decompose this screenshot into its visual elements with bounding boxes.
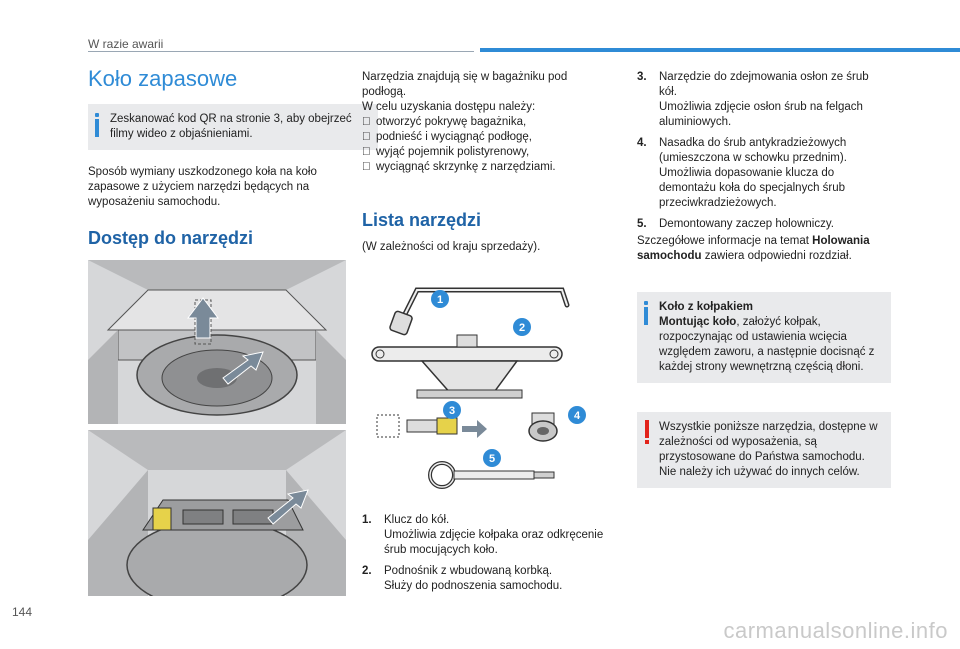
list-item: 3. Narzędzie do zdejmowania osłon ze śru… <box>637 71 869 128</box>
info-icon <box>95 113 100 139</box>
bullet-glyph:  <box>362 160 376 175</box>
header-divider <box>88 51 474 52</box>
bolt-cover-tool <box>376 414 487 438</box>
badge-5: 5 <box>483 449 501 467</box>
tools-note: (W zależności od kraju sprzedaży). <box>362 241 541 253</box>
access-text-block: Narzędzia znajdują się w bagażniku pod p… <box>362 70 602 175</box>
info-icon <box>644 301 649 327</box>
towing-link-text: Holowania samochodu <box>637 235 870 262</box>
watermark: carmanualsonline.info <box>723 618 948 643</box>
anti-theft-socket <box>528 412 558 442</box>
badge-2: 2 <box>513 318 531 336</box>
tools-list-part1: 1. Klucz do kół. Umożliwia zdjęcie kołpa… <box>362 513 622 600</box>
svg-text:2: 2 <box>519 322 525 334</box>
towing-eye <box>428 461 555 489</box>
access-step: otworzyć pokrywę bagażnika, <box>362 115 602 130</box>
access-lead: Narzędzia znajdują się w bagażniku pod p… <box>362 71 568 98</box>
access-heading: Dostęp do narzędzi <box>88 228 254 248</box>
bullet-glyph:  <box>362 115 376 130</box>
list-item: 1. Klucz do kół. Umożliwia zdjęcie kołpa… <box>362 514 604 556</box>
tools-illustration: 1 2 3 4 5 <box>362 275 602 500</box>
badge-3: 3 <box>443 401 461 419</box>
warning-box: Wszystkie poniższe narzędzia, dostępne w… <box>637 412 891 488</box>
tools-heading: Lista narzędzi <box>362 210 482 230</box>
header-accent-bar <box>480 48 960 52</box>
trunk-floor-illustration <box>88 260 346 424</box>
list-item: 4. Nasadka do śrub antykradzieżowych (um… <box>637 137 847 209</box>
intro-text: Sposób wymiany uszkodzonego koła na koło… <box>88 166 317 208</box>
warning-text: Wszystkie poniższe narzędzia, dostępne w… <box>659 421 878 478</box>
access-step: podnieść i wyciągnąć podłogę, <box>362 130 602 145</box>
bullet-glyph:  <box>362 130 376 145</box>
qr-info-box: Zeskanować kod QR na stronie 3, aby obej… <box>88 104 378 150</box>
trunk-photo-toolbox <box>88 430 346 596</box>
list-item: 2. Podnośnik z wbudowaną korbką. Służy d… <box>362 565 563 592</box>
towing-reference: Szczegółowe informacje na temat Holowani… <box>637 235 870 262</box>
qr-info-text: Zeskanować kod QR na stronie 3, aby obej… <box>110 113 352 140</box>
access-step: wyciągnąć skrzynkę z narzędziami. <box>362 160 602 175</box>
bullet-glyph:  <box>362 145 376 160</box>
badge-1: 1 <box>431 290 449 308</box>
tools-list-part2: 3. Narzędzie do zdejmowania osłon ze śru… <box>637 70 887 238</box>
hubcap-info-box: Koło z kołpakiem Montując koło, założyć … <box>637 292 891 383</box>
badge-4: 4 <box>568 406 586 424</box>
access-step: wyjąć pojemnik polistyrenowy, <box>362 145 602 160</box>
section-header: W razie awarii <box>88 37 164 51</box>
trunk-photo-floor <box>88 260 346 424</box>
trunk-toolbox-illustration <box>88 430 346 596</box>
list-item: 5. Demontowany zaczep holowniczy. <box>637 218 834 230</box>
svg-text:1: 1 <box>437 294 443 306</box>
access-lead-2: W celu uzyskania dostępu należy: <box>362 101 536 113</box>
svg-text:3: 3 <box>449 405 455 417</box>
svg-text:4: 4 <box>574 410 581 422</box>
page-title: Koło zapasowe <box>88 66 238 91</box>
page-number: 144 <box>12 605 33 619</box>
svg-text:5: 5 <box>489 453 495 465</box>
hubcap-title: Koło z kołpakiem <box>659 301 753 313</box>
tools-drawing: 1 2 3 4 5 <box>371 287 586 489</box>
warning-icon <box>645 420 651 444</box>
